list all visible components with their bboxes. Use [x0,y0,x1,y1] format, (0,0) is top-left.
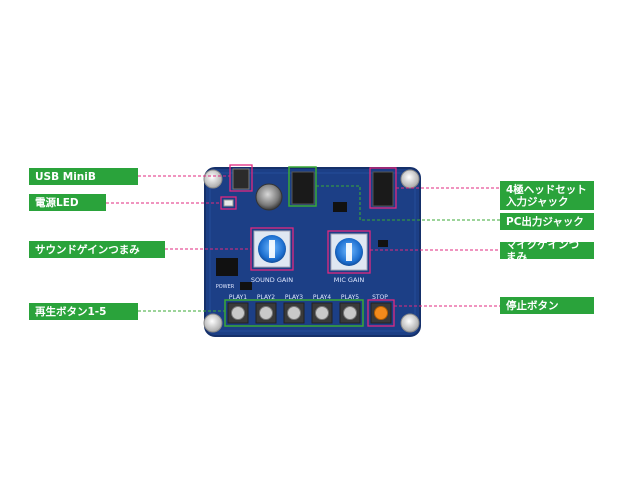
power-led-highlight-box [220,196,237,210]
usb-minib-label: USB MiniB [29,168,138,185]
play-buttons-highlight-box [224,299,364,327]
headset-jack-text: 4極ヘッドセット 入力ジャック [506,183,587,208]
headset-input-jack [372,171,394,207]
ic-chip-1 [333,202,347,212]
sound-gain-text: サウンドゲインつまみ [35,243,140,256]
standoff-bottom-left [203,313,223,333]
headset-jack-label: 4極ヘッドセット 入力ジャック [500,181,594,210]
standoff-bottom-right [400,313,420,333]
pc-output-jack [291,171,315,205]
ic-chip-4 [378,240,388,247]
stop-button-label: 停止ボタン [500,297,594,314]
mic-gain-text: マイクゲインつまみ [506,238,580,263]
stop-silk: STOP [372,294,388,301]
play-buttons-label: 再生ボタン1-5 [29,303,138,320]
usb-highlight-box [229,164,253,192]
ic-chip-2 [216,258,238,276]
mic-gain-silk: MIC GAIN [334,276,365,284]
capacitor [255,183,283,211]
stop-button[interactable] [370,302,392,324]
pc-out-label: PC出力ジャック [500,213,594,230]
play5-silk: PLAY5 [341,294,359,301]
play-button-5[interactable] [339,302,361,324]
play2-silk: PLAY2 [257,294,275,301]
mic-gain-label: マイクゲインつまみ [500,239,594,263]
play4-silk: PLAY4 [313,294,331,301]
sound-gain-silk: SOUND GAIN [251,276,293,284]
play-button-2[interactable] [255,302,277,324]
play3-silk: PLAY3 [285,294,303,301]
sound-gain-label: サウンドゲインつまみ [29,241,165,258]
play1-silk: PLAY1 [229,294,247,301]
play-buttons-text: 再生ボタン1-5 [35,305,107,318]
power-led-label: 電源LED [29,194,106,211]
stop-button-text: 停止ボタン [506,299,559,312]
stop-highlight-box [367,299,395,327]
power-led-text: 電源LED [35,196,79,209]
play-button-3[interactable] [283,302,305,324]
power-led [223,199,234,207]
usb-minib-text: USB MiniB [35,170,96,183]
play-button-4[interactable] [311,302,333,324]
play-button-1[interactable] [227,302,249,324]
power-silk: POWER [216,284,235,290]
pc-out-text: PC出力ジャック [506,215,584,228]
play-buttons [227,302,361,324]
mic-gain-highlight-box [327,230,371,274]
usb-connector [232,168,250,190]
standoff-top-left [203,169,223,189]
ic-chip-3 [240,282,252,290]
standoff-top-right [400,169,420,189]
pcb-board [204,167,421,337]
pc-out-leader [316,185,500,221]
